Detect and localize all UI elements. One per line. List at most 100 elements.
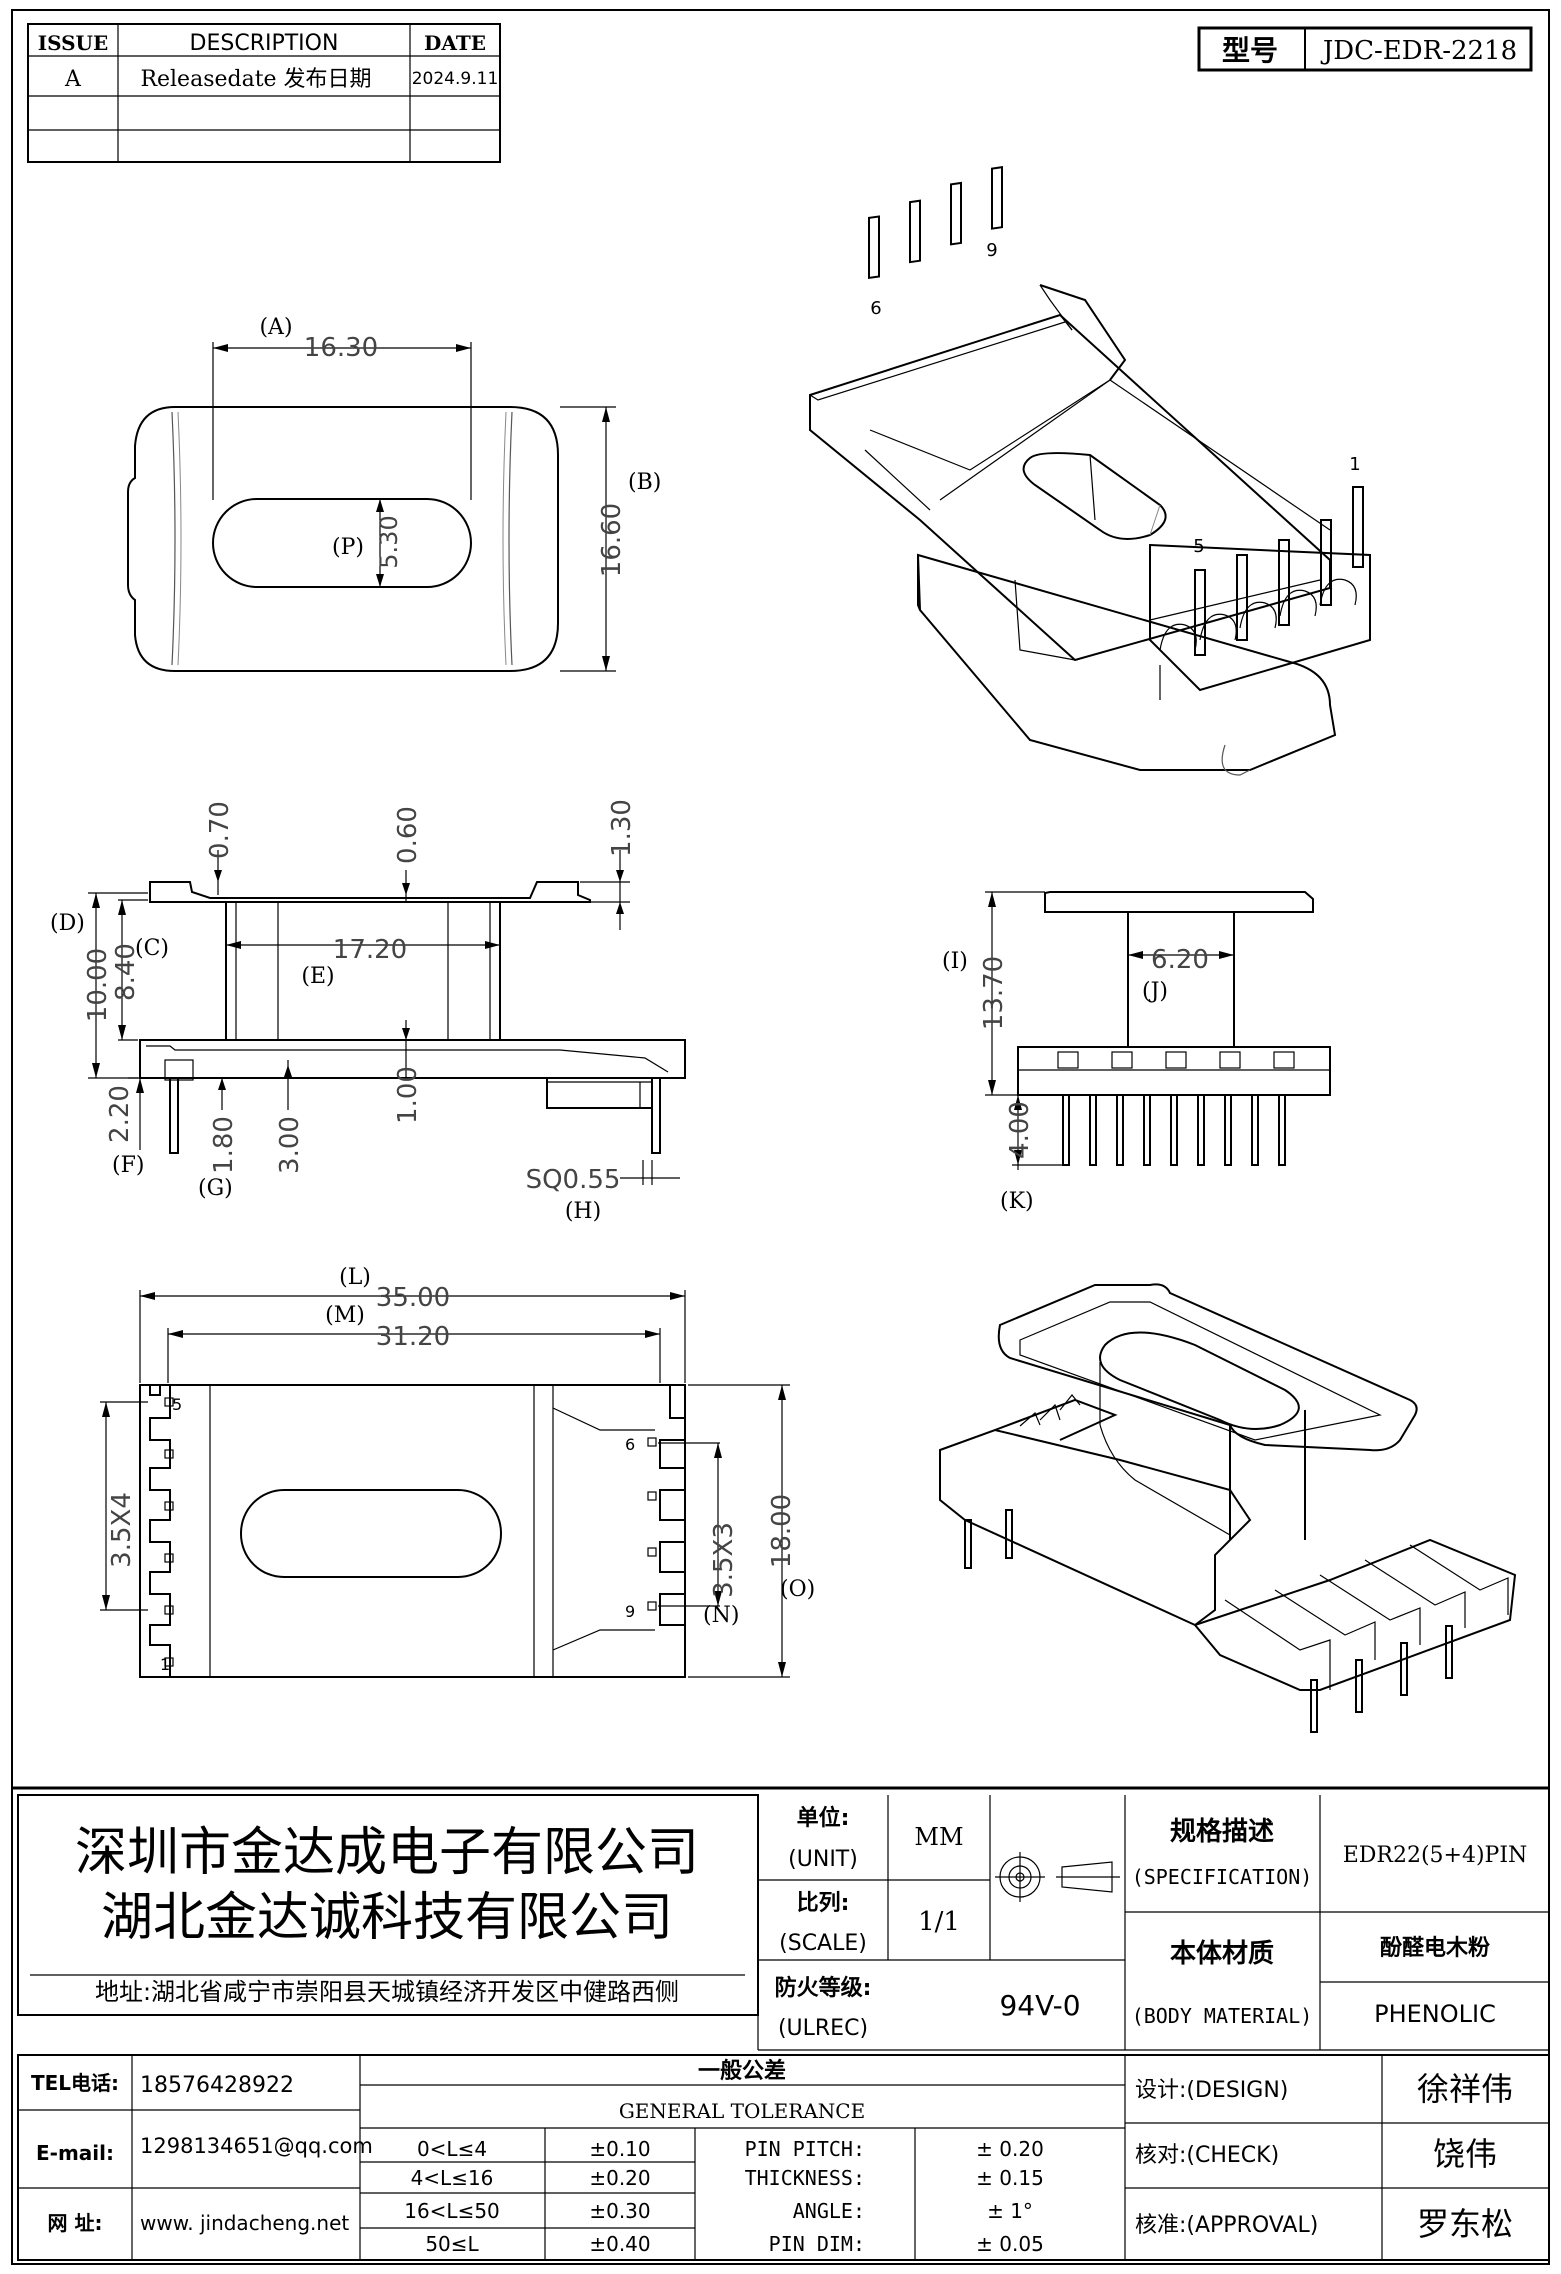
- email-label: E-mail:: [36, 2141, 114, 2165]
- label-j: (J): [1142, 979, 1168, 1004]
- tol-value-4: ±0.40: [589, 2232, 650, 2256]
- check-label: 核对:(CHECK): [1135, 2143, 1279, 2168]
- spec-label: 规格描述: [1170, 1816, 1274, 1847]
- description-value: Releasedate 发布日期: [140, 67, 371, 92]
- bottom-pin-9: 9: [625, 1602, 635, 1621]
- tolerance-title-en: GENERAL TOLERANCE: [619, 2099, 865, 2123]
- dim-a: 16.30: [304, 333, 378, 363]
- label-o: (O): [780, 1577, 815, 1602]
- unit-label: 单位:: [797, 1805, 850, 1831]
- label-i: (I): [942, 949, 968, 974]
- iso-pin-9: 9: [986, 240, 997, 261]
- dim-m: 31.20: [376, 1322, 450, 1352]
- tel-value: 18576428922: [140, 2073, 294, 2098]
- company-address: 地址:湖北省咸宁市崇阳县天城镇经济开发区中健路西侧: [95, 1978, 679, 2006]
- label-k: (K): [1000, 1189, 1034, 1214]
- iso-pin-6: 6: [870, 298, 881, 319]
- unit-label-en: (UNIT): [788, 1847, 858, 1872]
- label-d: (D): [50, 911, 85, 936]
- projection-symbol-icon: [995, 1852, 1120, 1902]
- tol-value-2: ±0.20: [589, 2166, 650, 2190]
- label-h: (H): [565, 1199, 601, 1224]
- dim-b: 16.60: [597, 503, 627, 577]
- tol-item-3: ANGLE:: [793, 2199, 865, 2223]
- dim-left-pitch: 3.5X4: [107, 1492, 137, 1568]
- sheet-border: [11, 9, 1550, 2265]
- bottom-pin-5: 5: [172, 1395, 182, 1414]
- dim-g: 1.80: [209, 1116, 239, 1174]
- bottom-pin-1: 1: [160, 1655, 170, 1674]
- material-value-en: PHENOLIC: [1374, 2000, 1496, 2028]
- dim-p: 5.30: [375, 515, 403, 568]
- tol-range-3: 16<L≤50: [404, 2199, 500, 2223]
- dim-o: 18.00: [767, 1494, 797, 1568]
- label-n: (N): [703, 1603, 739, 1628]
- front-view: 17.20 (E) 10.00 (D) 8.40 (C) 0.70 0.60 1…: [50, 799, 686, 1224]
- tol-item-1: PIN PITCH:: [745, 2137, 865, 2161]
- label-g: (G): [198, 1176, 233, 1201]
- dim-c: 8.40: [111, 943, 141, 1001]
- iso-pin-1: 1: [1349, 454, 1360, 475]
- label-p: (P): [332, 535, 364, 560]
- check-value: 饶伟: [1433, 2135, 1497, 2173]
- tol-item-value-1: ± 0.20: [976, 2137, 1044, 2161]
- dim-0-60: 0.60: [393, 806, 423, 864]
- revision-table: ISSUE DESCRIPTION DATE A Releasedate 发布日…: [27, 23, 501, 163]
- top-view: 16.30 (A) 16.60 (B) 5.30 (P): [127, 315, 661, 672]
- date-value: 2024.9.11: [412, 69, 499, 89]
- iso-pin-5: 5: [1193, 536, 1204, 557]
- fire-label: 防火等级:: [775, 1975, 872, 2001]
- dim-f: 2.20: [105, 1085, 135, 1143]
- header-description: DESCRIPTION: [190, 31, 339, 56]
- model-box: 型号 JDC-EDR-2218: [1197, 26, 1533, 72]
- dim-j: 6.20: [1151, 945, 1209, 975]
- company-name-1: 深圳市金达成电子有限公司: [75, 1823, 699, 1883]
- email-value: 1298134651@qq.com: [140, 2134, 373, 2158]
- header-issue: ISSUE: [38, 31, 109, 55]
- tel-label: TEL电话:: [31, 2071, 119, 2095]
- tol-item-value-2: ± 0.15: [976, 2166, 1044, 2190]
- material-label: 本体材质: [1170, 1939, 1274, 1969]
- dim-k: 4.00: [1005, 1101, 1035, 1159]
- tolerance-title-cn: 一般公差: [698, 2058, 786, 2084]
- bottom-view: 5 1 6 9 35.00 (L) 31.20 (M) 3.5X4 3.5X3 …: [100, 1265, 815, 1678]
- issue-value: A: [64, 67, 82, 92]
- label-l: (L): [339, 1265, 371, 1290]
- spec-value: EDR22(5+4)PIN: [1343, 1843, 1528, 1868]
- header-date: DATE: [424, 31, 486, 55]
- design-label: 设计:(DESIGN): [1135, 2078, 1288, 2103]
- label-a: (A): [259, 315, 292, 340]
- tol-item-4: PIN DIM:: [769, 2232, 865, 2256]
- dim-l: 35.00: [376, 1283, 450, 1313]
- iso-view-top: 6 9 5 1: [809, 166, 1371, 776]
- tol-value-3: ±0.30: [589, 2199, 650, 2223]
- dim-1-00: 1.00: [393, 1066, 423, 1124]
- tol-range-2: 4<L≤16: [411, 2166, 494, 2190]
- material-value-cn: 酚醛电木粉: [1380, 1936, 1490, 1961]
- tol-range-4: 50≤L: [425, 2232, 479, 2256]
- dim-1-30: 1.30: [607, 799, 637, 857]
- label-e: (E): [301, 964, 334, 989]
- company-name-2: 湖北金达诚科技有限公司: [101, 1888, 673, 1948]
- dim-i: 13.70: [979, 956, 1009, 1030]
- dim-h: SQ0.55: [526, 1165, 621, 1195]
- scale-value: 1/1: [918, 1907, 960, 1937]
- tol-value-1: ±0.10: [589, 2137, 650, 2161]
- tol-item-value-4: ± 0.05: [976, 2232, 1044, 2256]
- model-label: 型号: [1222, 34, 1278, 67]
- spec-label-en: (SPECIFICATION): [1132, 1865, 1313, 1889]
- dim-right-pitch: 3.5X3: [709, 1522, 739, 1598]
- material-label-en: (BODY MATERIAL): [1132, 2004, 1313, 2028]
- fire-label-en: (ULREC): [778, 2016, 868, 2041]
- dim-e: 17.20: [333, 935, 407, 965]
- label-m: (M): [325, 1303, 365, 1328]
- model-value: JDC-EDR-2218: [1320, 36, 1517, 66]
- scale-label: 比列:: [797, 1891, 850, 1916]
- dim-3-00: 3.00: [275, 1116, 305, 1174]
- iso-view-bottom: [939, 1283, 1517, 1733]
- web-value: www. jindacheng.net: [140, 2211, 349, 2235]
- tol-range-1: 0<L≤4: [417, 2137, 487, 2161]
- label-f: (F): [112, 1153, 144, 1178]
- approval-value: 罗东松: [1417, 2205, 1513, 2243]
